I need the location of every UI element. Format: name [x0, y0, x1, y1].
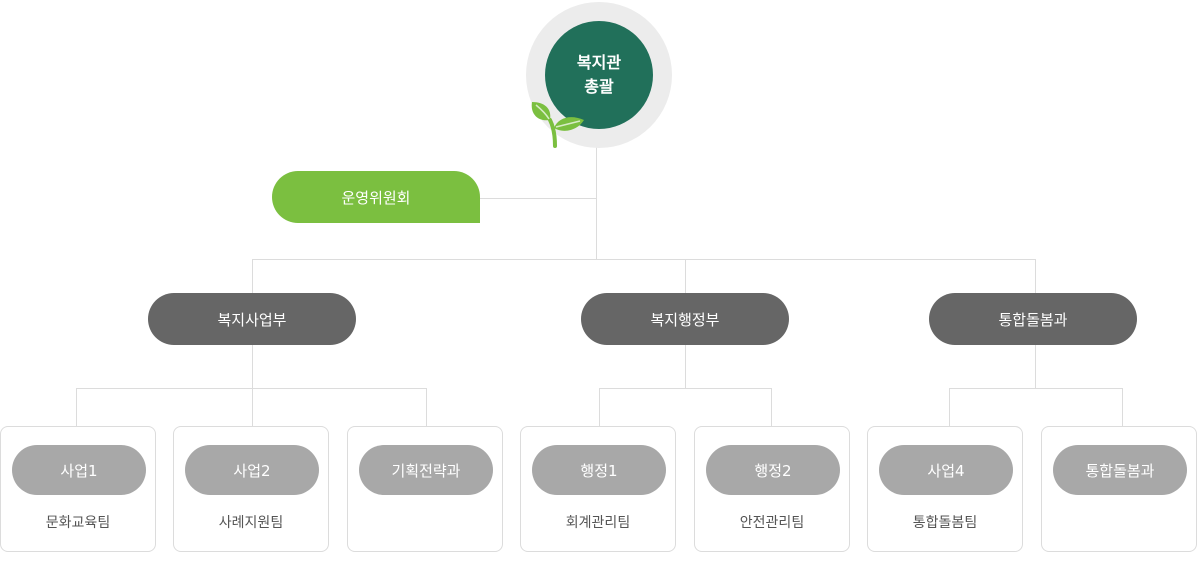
unit-pill[interactable]: 행정1	[532, 445, 666, 495]
connector-dept3-horizontal	[949, 388, 1123, 389]
department-label: 통합돌봄과	[998, 310, 1068, 329]
connector-dept2-down	[685, 345, 686, 388]
connector-dept3-down	[1035, 345, 1036, 388]
unit-card: 기획전략과	[347, 426, 503, 552]
top-node-line2: 총괄	[584, 77, 614, 96]
committee-node[interactable]: 운영위원회	[272, 171, 480, 223]
connector-unit5	[771, 388, 772, 426]
connector-top-vertical	[596, 146, 597, 260]
unit-label: 기획전략과	[391, 461, 461, 480]
connector-unit4	[599, 388, 600, 426]
unit-label: 행정1	[580, 461, 618, 480]
unit-pill[interactable]: 사업2	[185, 445, 319, 495]
unit-label: 사업1	[60, 461, 98, 480]
department-integrated-care[interactable]: 통합돌봄과	[929, 293, 1137, 345]
department-welfare-business[interactable]: 복지사업부	[148, 293, 356, 345]
connector-unit7	[1122, 388, 1123, 426]
connector-dept1-down	[252, 345, 253, 388]
unit-label: 사업4	[927, 461, 965, 480]
top-node[interactable]: 복지관 총괄	[545, 21, 653, 129]
committee-label: 운영위원회	[341, 188, 411, 207]
team-label: 사례지원팀	[218, 515, 284, 531]
sprout-icon	[531, 102, 584, 148]
connector-dept-horizontal	[252, 259, 1036, 260]
connector-unit3	[426, 388, 427, 426]
unit-label: 통합돌봄과	[1085, 461, 1155, 480]
unit-card: 사업4 통합돌봄팀	[867, 426, 1023, 552]
unit-card: 행정1 회계관리팀	[520, 426, 676, 552]
connector-dept1-up	[252, 259, 253, 293]
connector-unit6	[949, 388, 950, 426]
team-label: 회계관리팀	[565, 515, 631, 531]
team-label: 문화교육팀	[45, 515, 111, 531]
top-node-line1: 복지관	[576, 53, 622, 72]
department-welfare-administration[interactable]: 복지행정부	[581, 293, 789, 345]
unit-pill[interactable]: 기획전략과	[359, 445, 493, 495]
connector-unit1	[76, 388, 77, 426]
unit-card: 사업1 문화교육팀	[0, 426, 156, 552]
unit-pill[interactable]: 사업1	[12, 445, 146, 495]
connector-dept1-horizontal	[76, 388, 426, 389]
unit-card: 통합돌봄과	[1041, 426, 1197, 552]
connector-dept2-up	[685, 259, 686, 293]
department-label: 복지사업부	[217, 310, 287, 329]
connector-dept2-horizontal	[599, 388, 772, 389]
department-label: 복지행정부	[650, 310, 720, 329]
unit-label: 사업2	[233, 461, 271, 480]
unit-label: 행정2	[754, 461, 792, 480]
connector-committee	[480, 198, 596, 199]
team-label: 통합돌봄팀	[912, 515, 978, 531]
unit-pill[interactable]: 사업4	[879, 445, 1013, 495]
unit-card: 행정2 안전관리팀	[694, 426, 850, 552]
unit-card: 사업2 사례지원팀	[173, 426, 329, 552]
unit-pill[interactable]: 행정2	[706, 445, 840, 495]
team-label: 안전관리팀	[739, 515, 805, 531]
connector-unit2	[252, 388, 253, 426]
unit-pill[interactable]: 통합돌봄과	[1053, 445, 1187, 495]
connector-dept3-up	[1035, 259, 1036, 293]
